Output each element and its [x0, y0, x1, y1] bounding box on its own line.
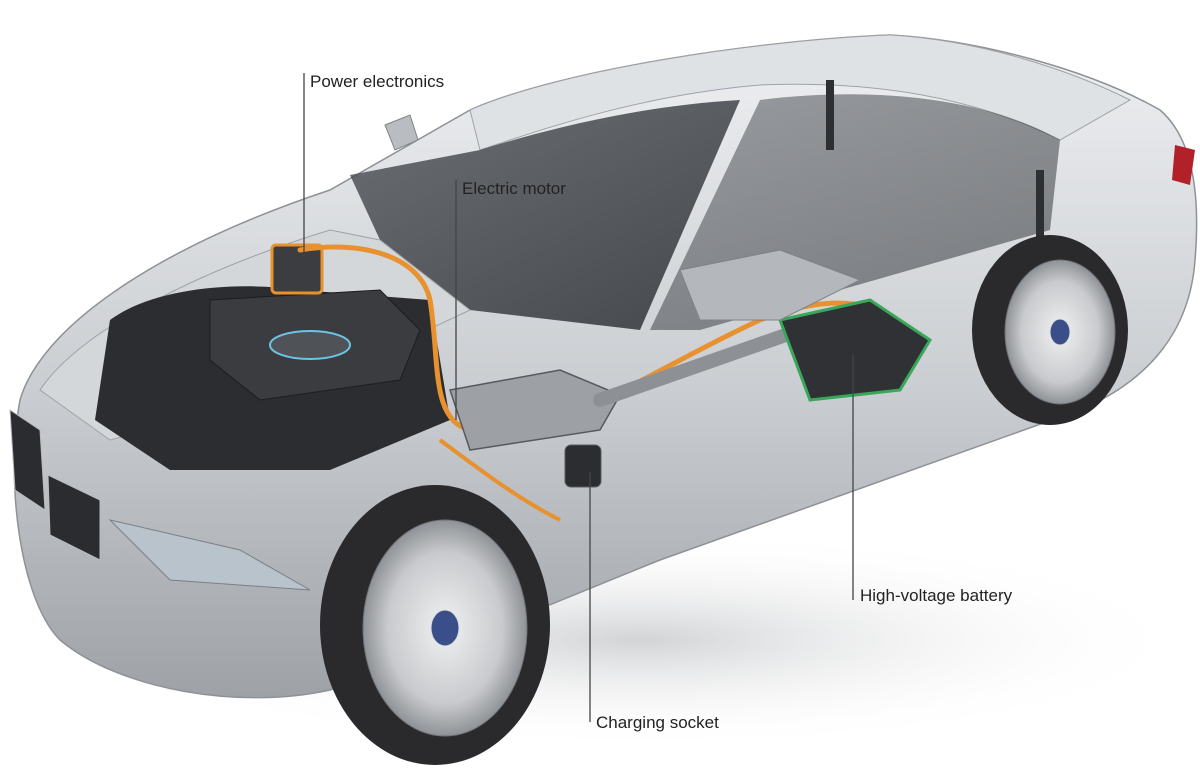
power-electronics-unit — [270, 243, 324, 295]
high-voltage-battery-pack — [777, 298, 933, 402]
roof — [469, 34, 1132, 151]
battery-tray — [679, 249, 862, 321]
label-high-voltage-battery: High-voltage battery — [860, 586, 1013, 605]
headlight — [108, 519, 311, 591]
charging-socket-port — [564, 444, 602, 488]
label-electric-motor: Electric motor — [462, 179, 566, 198]
driveshaft — [593, 323, 807, 407]
front-grille — [9, 409, 101, 561]
front-wheel — [320, 485, 550, 765]
electric-motor-transmission — [449, 369, 622, 451]
hv-cable-2 — [438, 438, 561, 522]
side-mirror — [384, 114, 419, 151]
label-power-electronics: Power electronics — [310, 72, 445, 91]
callout-lines — [303, 73, 854, 722]
rear-wheel — [972, 235, 1128, 425]
tail-light — [1172, 145, 1195, 185]
engine-badge — [269, 330, 351, 360]
label-charging-socket: Charging socket — [596, 713, 719, 732]
windshield — [350, 100, 740, 330]
